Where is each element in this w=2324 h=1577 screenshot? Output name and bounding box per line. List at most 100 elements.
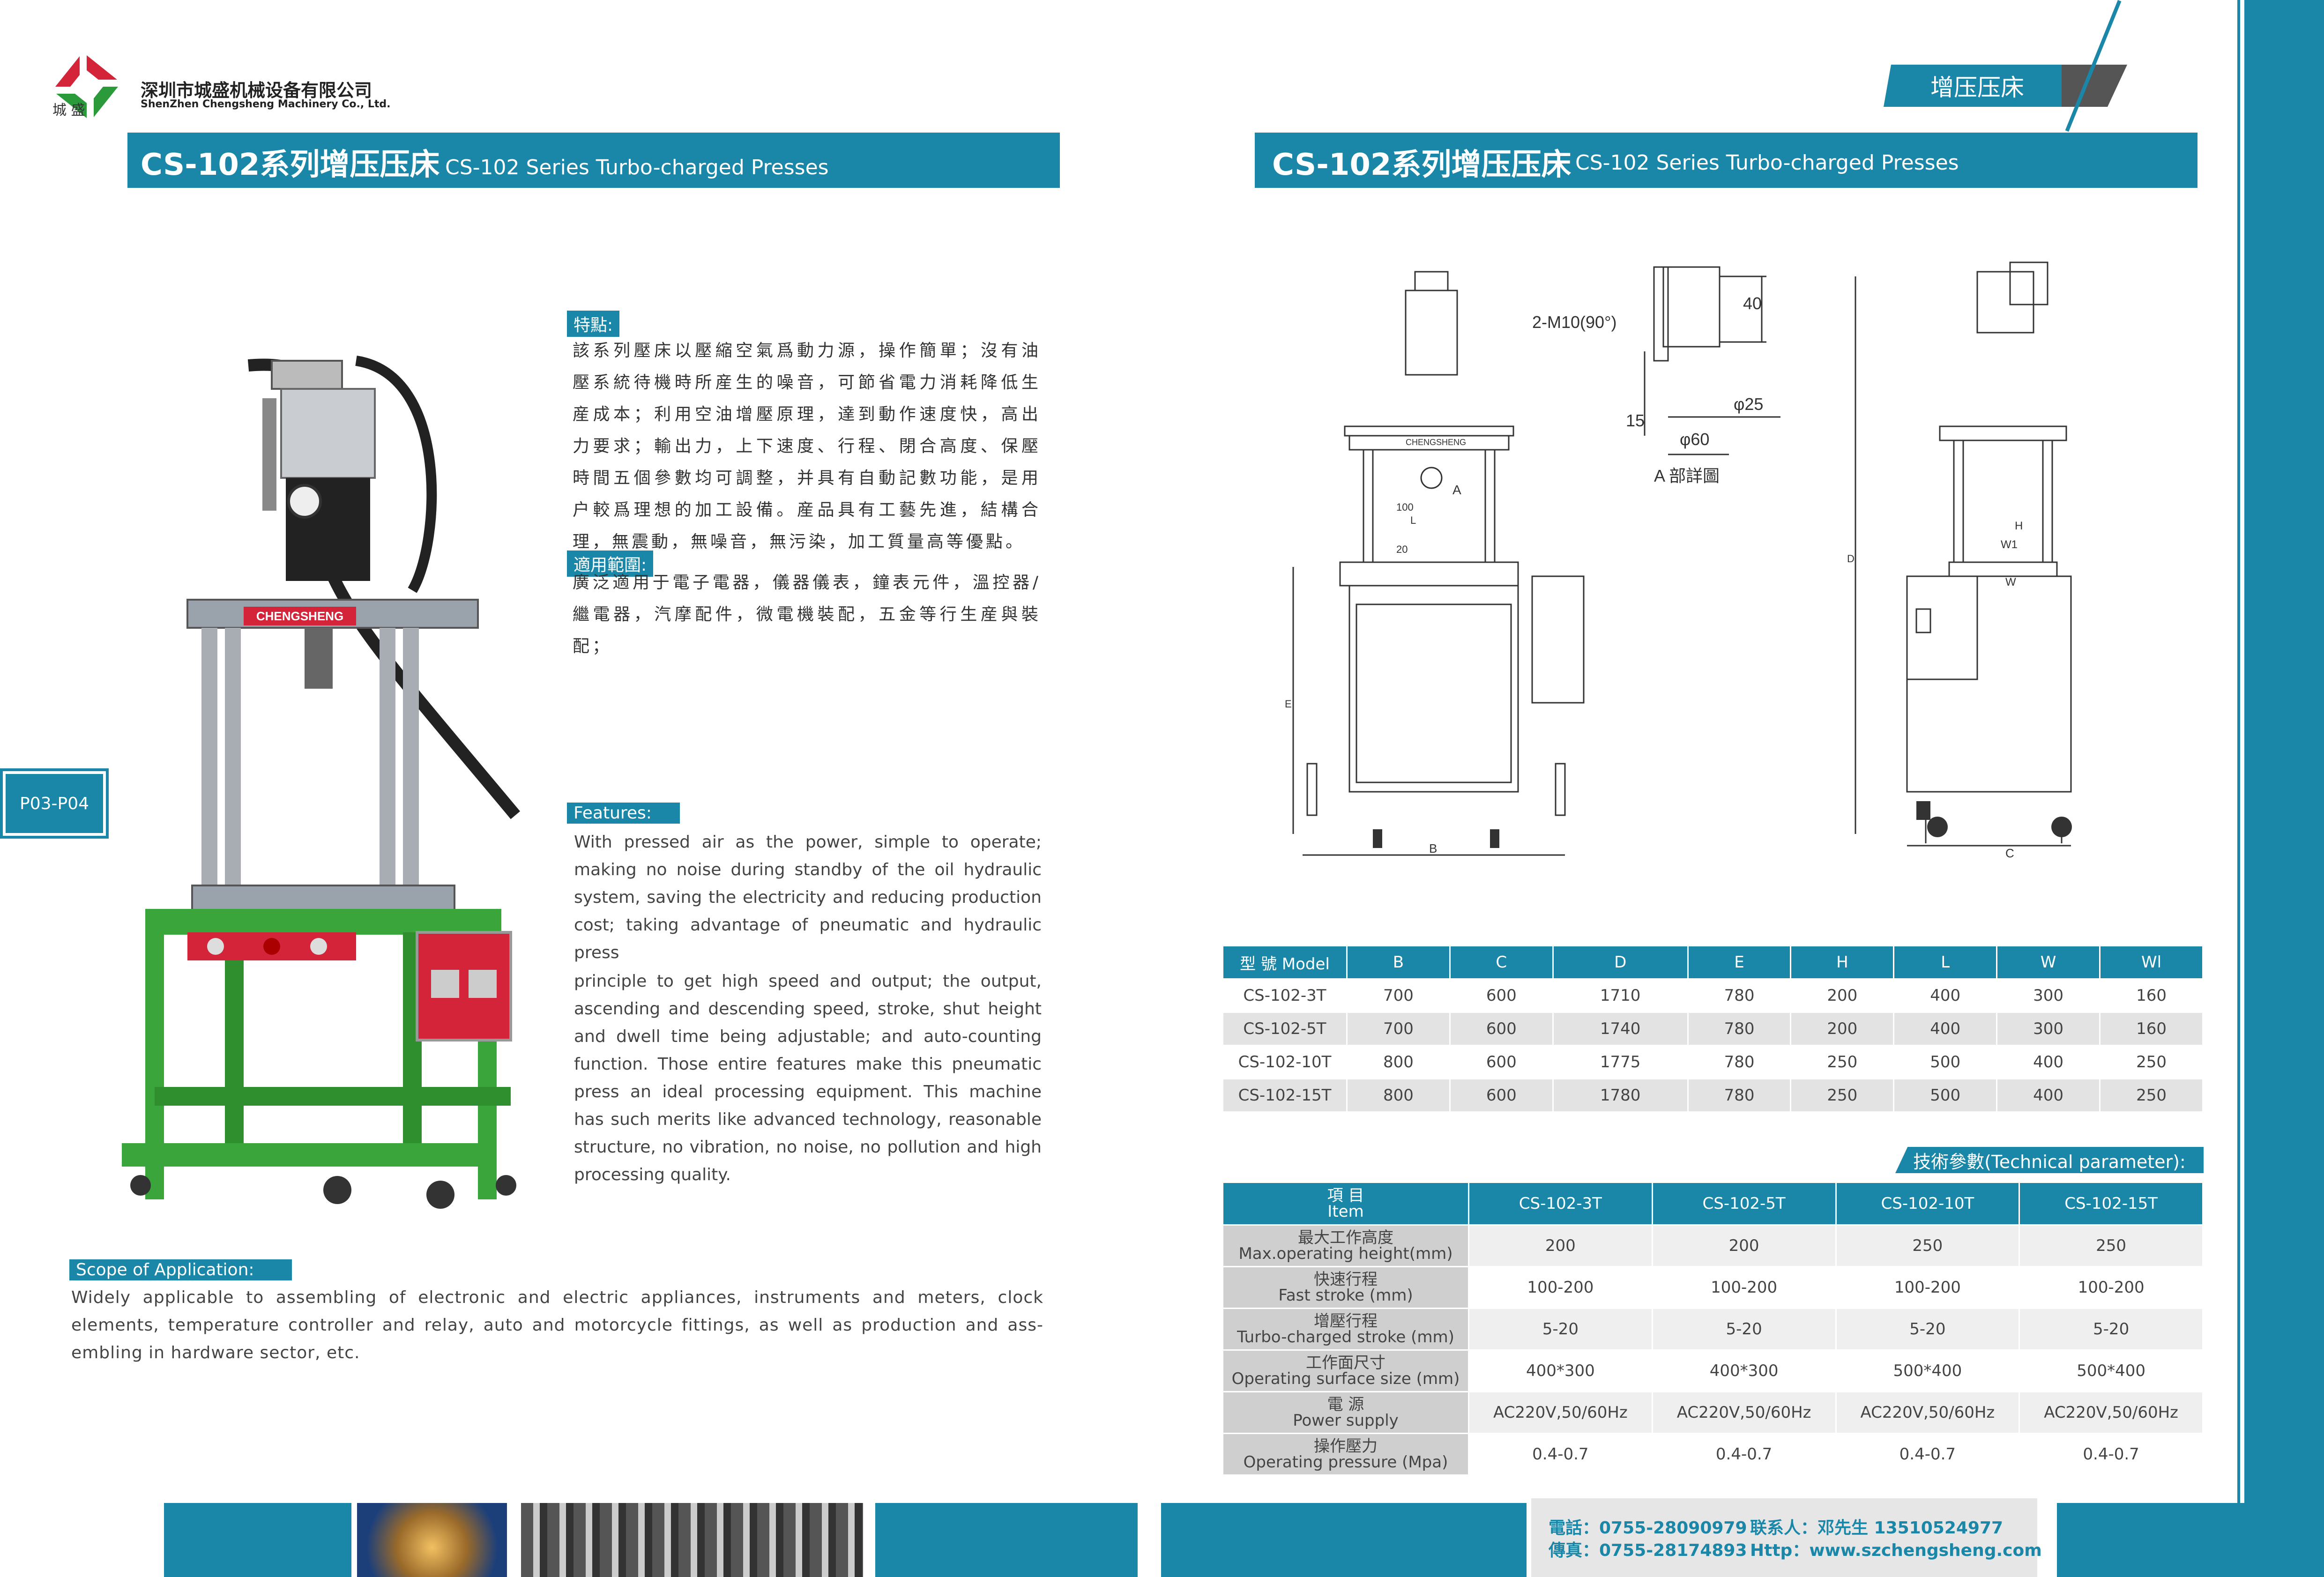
cell: 800 [1346, 1078, 1451, 1113]
cell: 250 [2099, 1045, 2204, 1079]
row-label-en: Operating pressure (Mpa) [1243, 1453, 1448, 1472]
left-header-subtitle: CS-102 Series Turbo-charged Presses [445, 156, 829, 179]
cell: 800 [1346, 1045, 1451, 1079]
col-c: C [1449, 945, 1554, 980]
cell: 100-200 [2019, 1266, 2204, 1309]
dim-label-d: D [1847, 553, 1855, 565]
row-label-cn: 電 源 [1327, 1395, 1364, 1414]
col-e: E [1687, 945, 1792, 980]
right-edge-line [2237, 0, 2240, 1577]
tech-table: 項 目 Item CS-102-3T CS-102-5T CS-102-10T … [1222, 1182, 2204, 1476]
dim-label-phi25: φ25 [1734, 394, 1763, 414]
dim-label-20: 20 [1396, 543, 1408, 555]
scope-en-text: Widely applicable to assembling of elect… [71, 1288, 1043, 1362]
tech-table-header: 項 目 Item CS-102-3T CS-102-5T CS-102-10T … [1222, 1182, 2204, 1226]
cell: 1780 [1552, 1078, 1689, 1113]
contact-website[interactable]: Http：www.szchengsheng.com [1750, 1541, 2042, 1560]
section-tab[interactable]: 增压压床 [1884, 65, 2071, 107]
cell: 700 [1346, 1012, 1451, 1046]
cell: AC220V,50/60Hz [1651, 1391, 1837, 1434]
section-tab-label: 增压压床 [1930, 74, 2024, 101]
detail-a-caption: A 部詳圖 [1654, 466, 1720, 485]
cell: 780 [1687, 1012, 1792, 1046]
features-en-tag: Features: [567, 803, 680, 824]
dim-label-40: 40 [1743, 294, 1762, 313]
features-cn-tag: 特點: [567, 311, 620, 337]
cell: 100-200 [1835, 1266, 2020, 1309]
cell: 600 [1449, 1045, 1554, 1079]
cell: AC220V,50/60Hz [1468, 1391, 1653, 1434]
cell: 0.4-0.7 [1835, 1433, 2020, 1476]
cell: 700 [1346, 978, 1451, 1013]
row-label-cn: 工作面尺寸 [1306, 1354, 1385, 1372]
dim-label-h: H [2015, 520, 2023, 532]
page-tab[interactable]: P03-P04 [0, 768, 109, 839]
cell: 500 [1893, 1078, 1998, 1113]
cell: 780 [1687, 978, 1792, 1013]
row-label-en: Turbo-charged stroke (mm) [1237, 1328, 1454, 1346]
dim-label-l: L [1410, 514, 1416, 526]
cell: 100-200 [1651, 1266, 1837, 1309]
scope-cn-tag: 適用範圍: [567, 550, 654, 577]
company-logo [52, 52, 122, 122]
col-b: B [1346, 945, 1451, 980]
cell: 300 [1996, 978, 2101, 1013]
cell: 250 [1835, 1224, 2020, 1267]
row-label-en: Power supply [1293, 1411, 1399, 1430]
cell: 600 [1449, 1078, 1554, 1113]
cell: 1740 [1552, 1012, 1689, 1046]
contact-person: 联系人：邓先生 13510524977 [1750, 1518, 2004, 1538]
cell: 0.4-0.7 [1468, 1433, 1653, 1476]
right-edge-stripe [2244, 0, 2324, 1577]
cell: CS-102-3T [1222, 978, 1348, 1013]
cell: 400*300 [1651, 1349, 1837, 1392]
cell: 1775 [1552, 1045, 1689, 1079]
col-item-en: Item [1327, 1202, 1364, 1221]
cell: 250 [2019, 1224, 2204, 1267]
cell: 5-20 [1651, 1308, 1837, 1351]
features-en-p2: principle to get high speed and output; … [574, 972, 1042, 1184]
company-name-en: ShenZhen Chengsheng Machinery Co., Ltd. [141, 98, 391, 110]
cell: CS-102-10T [1222, 1045, 1348, 1079]
cell: 0.4-0.7 [1651, 1433, 1837, 1476]
cell: 200 [1651, 1224, 1837, 1267]
cell: 400 [1893, 978, 1998, 1013]
right-footer-band-1 [1161, 1503, 1527, 1577]
col-w1: Wl [2099, 945, 2204, 980]
cell: 500*400 [2019, 1349, 2204, 1392]
cell: 300 [1996, 1012, 2101, 1046]
features-en-p1: With pressed air as the power, simple to… [574, 833, 1042, 962]
right-header-subtitle: CS-102 Series Turbo-charged Presses [1575, 151, 1959, 175]
cell: 500*400 [1835, 1349, 2020, 1392]
contact-tel: 電話：0755-28090979 [1549, 1518, 1747, 1538]
cell: 250 [2099, 1078, 2204, 1113]
dim-label-m10: 2-M10(90°) [1532, 312, 1616, 332]
dim-label-b: B [1429, 841, 1437, 855]
right-header-bar [1255, 133, 2197, 188]
scope-cn-text: 廣泛適用于電子電器，儀器儀表，鐘表元件，溫控器/繼電器，汽摩配件，微電機裝配，五… [573, 573, 1041, 656]
footer-photo-1 [357, 1503, 507, 1577]
cell: 780 [1687, 1045, 1792, 1079]
dim-label-100: 100 [1396, 501, 1414, 513]
cell: 400 [1893, 1012, 1998, 1046]
cell: 5-20 [1468, 1308, 1653, 1351]
col-h: H [1790, 945, 1895, 980]
dim-label-phi60: φ60 [1680, 430, 1709, 449]
cell: 5-20 [2019, 1308, 2204, 1351]
row-label-en: Max.operating height(mm) [1238, 1244, 1453, 1263]
cell: 500 [1893, 1045, 1998, 1079]
logo-chars: 城 盛 [52, 102, 85, 119]
dim-label-c: C [2005, 846, 2014, 860]
cell: 400 [1996, 1045, 2101, 1079]
drawing-brand-plate: CHENGSHENG [1406, 438, 1466, 447]
cell: 600 [1449, 1012, 1554, 1046]
